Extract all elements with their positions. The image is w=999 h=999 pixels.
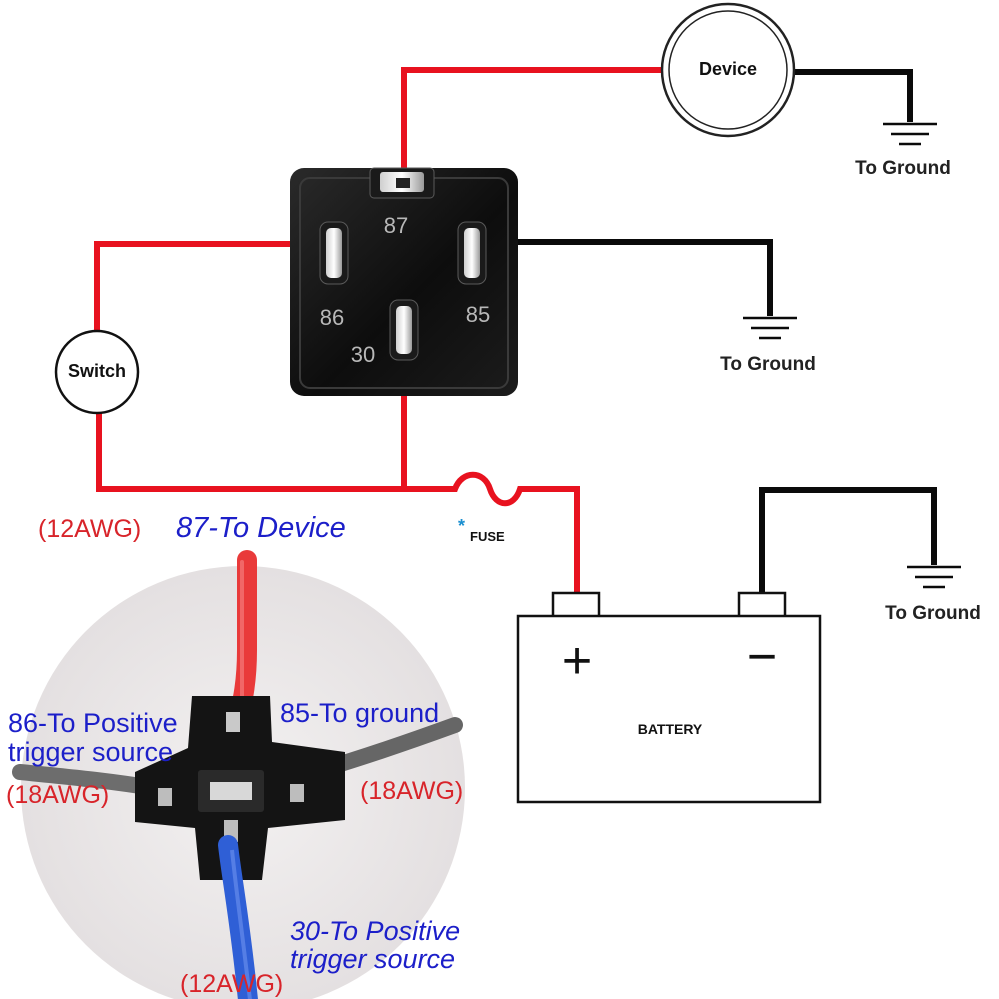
relay-pin-30 <box>389 299 419 361</box>
battery-minus-sign: − <box>747 628 777 686</box>
wire-85-to-ground <box>482 239 773 316</box>
relay-pin-label-85: 85 <box>466 302 490 327</box>
switch-label: Switch <box>68 361 126 381</box>
callout-label-86-line2: trigger source <box>8 737 173 767</box>
ground-label-top: To Ground <box>855 158 951 179</box>
ground-symbol-battery <box>907 565 961 589</box>
relay-pin-85 <box>457 221 487 285</box>
relay-pin-label-87: 87 <box>384 213 408 238</box>
wire-87-to-device <box>401 67 664 170</box>
switch-symbol <box>54 329 140 415</box>
callout-gauge-86: (18AWG) <box>6 781 109 809</box>
ground-symbol-mid <box>743 316 797 340</box>
battery-label: BATTERY <box>638 721 703 737</box>
wire-fuse-to-battery <box>406 471 580 595</box>
callout-label-30-line2: trigger source <box>290 944 455 974</box>
wire-switch-to-bus <box>96 412 406 492</box>
wire-86-to-switch <box>94 241 330 332</box>
callout-label-85: 85-To ground <box>280 698 439 728</box>
relay-pin-87 <box>369 167 435 199</box>
callout-gauge-87: (12AWG) <box>38 515 141 543</box>
relay-pin-label-86: 86 <box>320 305 344 330</box>
device-label: Device <box>699 59 757 79</box>
wire-battery-to-ground <box>759 487 937 595</box>
wire-device-to-ground <box>795 69 913 122</box>
battery-plus-sign: + <box>562 632 592 690</box>
ground-symbol-top <box>883 122 937 146</box>
ground-label-mid: To Ground <box>720 354 816 375</box>
device-symbol <box>660 2 796 138</box>
callout-gauge-85: (18AWG) <box>360 777 463 805</box>
callout-label-30-line1: 30-To Positive <box>290 916 460 946</box>
relay-pin-86 <box>319 221 349 285</box>
battery-symbol <box>516 591 822 804</box>
callout-label-87: 87-To Device <box>176 512 346 544</box>
relay-pin-label-30: 30 <box>351 342 375 367</box>
callout-label-86-line1: 86-To Positive <box>8 708 178 738</box>
ground-label-battery: To Ground <box>885 603 981 624</box>
relay-socket-photo <box>12 550 465 999</box>
fuse-label: FUSE <box>470 529 505 544</box>
callout-gauge-30: (12AWG) <box>180 970 283 998</box>
fuse-asterisk: * <box>458 516 465 536</box>
